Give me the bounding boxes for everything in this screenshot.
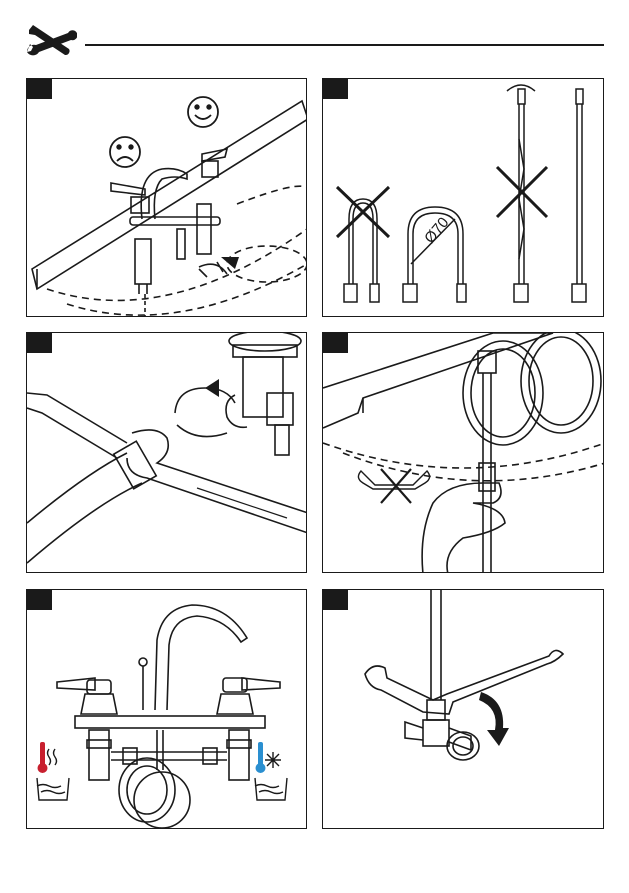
step-1-illustration <box>27 79 307 317</box>
step-1-panel <box>26 78 307 317</box>
page-header <box>0 0 629 70</box>
header-rule <box>85 44 604 46</box>
step-4-illustration <box>323 333 604 573</box>
step-5-illustration <box>27 590 307 829</box>
cold-water-icon <box>255 742 287 800</box>
step-6-illustration <box>323 590 604 829</box>
diameter-label: Ø70 <box>421 214 452 247</box>
tighten-arrow-icon <box>479 692 509 746</box>
step-4-panel <box>322 332 604 573</box>
hot-water-icon <box>37 742 69 800</box>
rotate-arrow-icon <box>205 379 219 397</box>
happy-face-icon <box>188 97 218 127</box>
step-5-panel <box>26 589 307 829</box>
step-6-panel <box>322 589 604 829</box>
sad-face-icon <box>110 137 140 167</box>
step-3-panel <box>26 332 307 573</box>
step-2-illustration: Ø70 <box>323 79 604 317</box>
step-2-panel: Ø70 <box>322 78 604 317</box>
step-3-illustration <box>27 333 307 573</box>
rotate-arrow-icon <box>221 257 239 269</box>
wrench-screwdriver-icon <box>25 22 77 62</box>
